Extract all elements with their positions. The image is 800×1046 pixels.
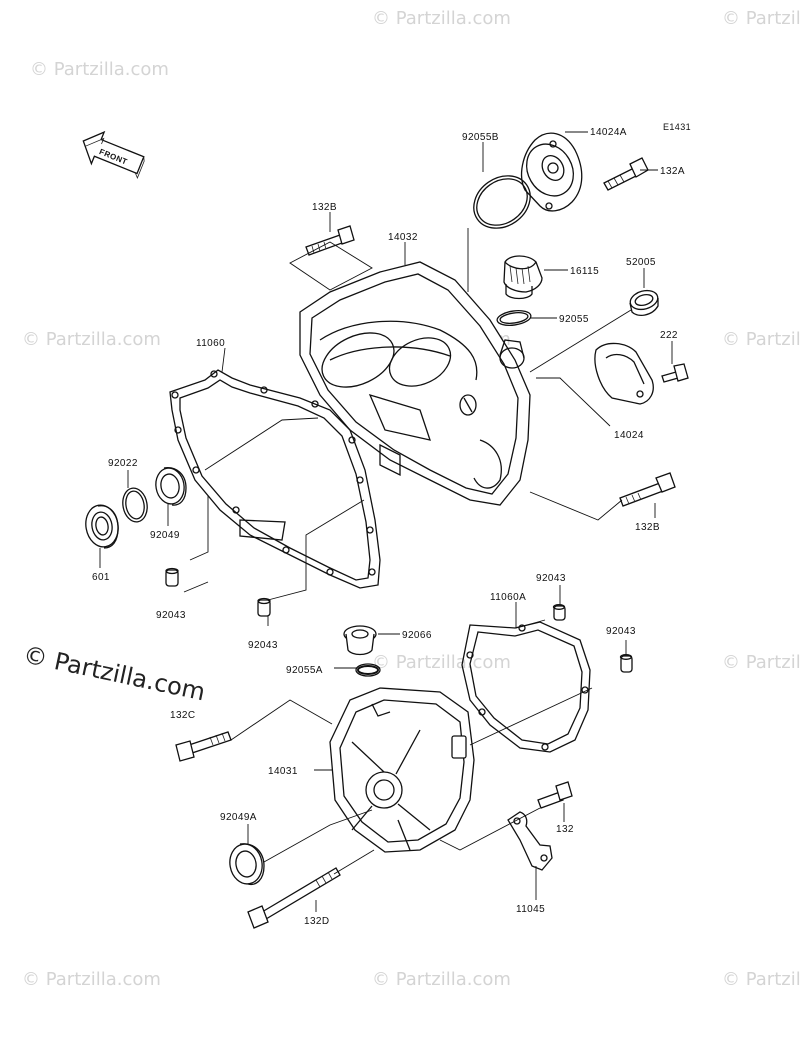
label-601: 601 [92, 572, 110, 583]
label-132b-top: 132B [312, 202, 337, 213]
label-92043-d: 92043 [606, 626, 636, 637]
label-132: 132 [556, 824, 574, 835]
label-11060: 11060 [196, 338, 225, 349]
label-132d: 132D [304, 916, 330, 927]
bolt-222 [661, 363, 689, 383]
plug-92066 [343, 625, 377, 656]
diagram-code: E1431 [663, 122, 691, 132]
label-14031: 14031 [268, 766, 298, 777]
ring-92022 [122, 487, 148, 523]
label-92049: 92049 [150, 530, 180, 541]
label-11060a: 11060A [490, 592, 526, 603]
watermark-main: © Partzilla.com [21, 640, 208, 706]
seal-92049a [229, 843, 265, 886]
watermark-tile: © Partzilla.com [22, 329, 161, 350]
label-92049a: 92049A [220, 812, 257, 823]
dowel-92043-a [165, 567, 179, 587]
label-11045: 11045 [516, 904, 545, 915]
bolt-132d [247, 867, 341, 929]
label-132a: 132A [660, 166, 685, 177]
seal-52005 [629, 289, 659, 317]
engine-cover-14031 [329, 687, 475, 853]
cap-14024 [594, 342, 654, 405]
watermark-tile: © Partzilla.com [722, 8, 800, 29]
engine-cover-14032 [299, 261, 531, 506]
seal-92049 [155, 467, 187, 506]
label-52005: 52005 [626, 257, 656, 268]
oring-92055 [496, 310, 532, 326]
watermark-tile: © Partzilla.com [22, 969, 161, 990]
part-labels: 92055B 14024A 132A 132B 14032 16115 5200… [92, 127, 685, 927]
label-14024a: 14024A [590, 127, 627, 138]
label-92055: 92055 [559, 314, 589, 325]
label-92066: 92066 [402, 630, 432, 641]
watermark-tile: © Partzilla.com [372, 652, 511, 673]
dowel-92043-d [619, 654, 633, 673]
label-132c: 132C [170, 710, 196, 721]
label-92055a: 92055A [286, 665, 323, 676]
gasket-bolt-holes [171, 370, 376, 576]
label-92022: 92022 [108, 458, 138, 469]
label-16115: 16115 [570, 266, 599, 277]
watermark-tile: © Partzilla.com [722, 969, 800, 990]
filler-cap-16115 [503, 255, 543, 300]
label-92055b: 92055B [462, 132, 499, 143]
bearing-601 [85, 504, 119, 549]
label-14024: 14024 [614, 430, 644, 441]
watermark-tile: © Partzilla.com [722, 652, 800, 673]
cap-14024a [521, 132, 583, 212]
label-92043-c: 92043 [536, 573, 566, 584]
oring-92055a [355, 663, 381, 677]
bolt-132b-right [619, 472, 676, 507]
leader-lines [99, 131, 673, 912]
dowel-92043-b [257, 597, 271, 617]
watermark-tile: © Partzilla.com [372, 969, 511, 990]
front-arrow-icon: FRONT [82, 130, 145, 179]
watermark-tile: © Partzilla.com [30, 59, 169, 80]
gasket-11060a [461, 621, 591, 753]
watermark-tile: © Partzilla.com [722, 329, 800, 350]
label-14032: 14032 [388, 232, 418, 243]
watermark-tile: © Partzilla.com [372, 8, 511, 29]
label-92043-b: 92043 [248, 640, 278, 651]
gasket-11060 [169, 369, 381, 589]
dowel-92043-c [552, 604, 566, 621]
bolt-132c [175, 731, 232, 762]
bolt-132a [603, 157, 649, 191]
label-132b-right: 132B [635, 522, 660, 533]
watermark-tiles: © Partzilla.com © Partzilla.com © Partzi… [22, 8, 800, 990]
bolt-132 [537, 781, 573, 809]
label-92043-a: 92043 [156, 610, 186, 621]
label-222: 222 [660, 330, 678, 341]
oring-92055b [473, 175, 531, 229]
bracket-11045 [507, 811, 553, 871]
